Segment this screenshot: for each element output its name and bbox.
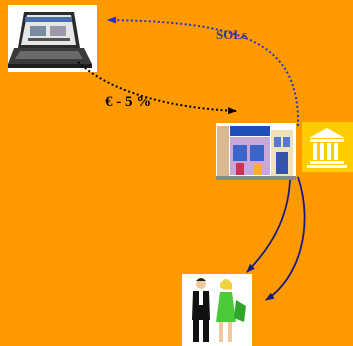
sols-arrow — [107, 16, 300, 127]
euro-arrow — [77, 61, 237, 115]
people-icon — [182, 274, 252, 346]
sols-label: SOLs — [216, 27, 248, 42]
euro-fee-label: € - 5 % — [105, 94, 152, 110]
bank-to-people-arrow — [265, 176, 306, 301]
shop-icon — [216, 123, 296, 180]
laptop-icon — [8, 5, 97, 72]
shop-to-people-arrow — [246, 179, 291, 273]
bank-icon — [302, 122, 353, 172]
